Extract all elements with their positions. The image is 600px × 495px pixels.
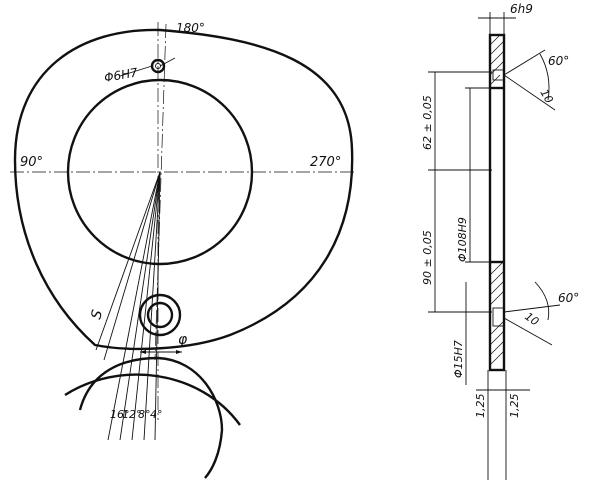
ray-angle-8: 8° bbox=[138, 408, 151, 421]
roller-large-arc bbox=[78, 356, 224, 479]
chamfer-length-bottom: 10 bbox=[522, 310, 541, 329]
bore-diameter-label: Φ108H9 bbox=[456, 217, 469, 262]
ray-angle-12: 12° bbox=[122, 408, 142, 421]
lower-boss-outer bbox=[138, 293, 182, 337]
offset-right-label: 1,25 bbox=[508, 394, 521, 419]
angle-rays bbox=[95, 171, 161, 441]
roller-sweep-arc bbox=[64, 373, 241, 426]
phi-label: φ bbox=[178, 332, 188, 348]
pin-hole-label: Φ15H7 bbox=[452, 340, 465, 378]
thickness-label: 6h9 bbox=[510, 2, 533, 16]
angle-label-90: 90° bbox=[20, 155, 43, 170]
offset-left-label: 1,25 bbox=[474, 394, 487, 419]
section-body bbox=[488, 33, 506, 372]
hole-diameter-label: Φ6H7 bbox=[103, 65, 139, 85]
angle-label-180: 180° bbox=[176, 21, 205, 35]
chamfer-angle-bottom: 60° bbox=[558, 291, 579, 305]
lower-hatch bbox=[489, 260, 505, 366]
ray-angle-4: 4° bbox=[150, 408, 163, 421]
lower-hole bbox=[492, 307, 505, 327]
lower-dimension: 90 ± 0,05 bbox=[421, 230, 434, 285]
section-view: 6h9 60° 10 60° 10 62 ± 0,05 90 ± 0,05 Φ1… bbox=[421, 2, 579, 480]
upper-hatch bbox=[489, 34, 505, 86]
chamfer-length-top: 10 bbox=[537, 87, 555, 106]
cam-view: 180° 90° 270° Φ6H7 S φ 16° 12° 8° 4° bbox=[10, 21, 355, 479]
chamfer-angle-top: 60° bbox=[548, 54, 569, 68]
cam-outline bbox=[13, 28, 354, 351]
upper-dimension: 62 ± 0,05 bbox=[421, 95, 434, 150]
curve-s-label: S bbox=[88, 308, 106, 321]
upper-hole bbox=[492, 69, 505, 81]
angle-label-270: 270° bbox=[310, 155, 341, 170]
lower-boss-inner bbox=[146, 301, 174, 329]
ray-angle-16: 16° bbox=[110, 408, 130, 421]
